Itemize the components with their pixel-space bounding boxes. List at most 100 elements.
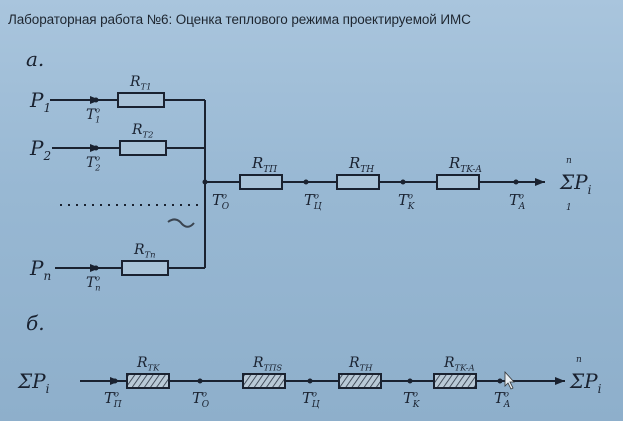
arrow-icon bbox=[535, 178, 545, 186]
series-resistor-label: RTK-A bbox=[448, 154, 482, 175]
label-sub: TПS bbox=[264, 363, 283, 373]
node-dot bbox=[513, 179, 519, 185]
label-main: T bbox=[86, 275, 97, 291]
section-label-b: б. bbox=[26, 311, 45, 335]
node-dot bbox=[112, 378, 118, 384]
label-sub: K bbox=[407, 202, 416, 212]
power-source-label: P1 bbox=[29, 88, 51, 115]
node-dot bbox=[497, 378, 503, 384]
input-power-label: ΣPi bbox=[17, 369, 50, 396]
label-sub: 1 bbox=[43, 101, 51, 115]
label-main: ΣP bbox=[559, 170, 588, 194]
label-main: T bbox=[104, 389, 115, 407]
label-sub: i bbox=[46, 382, 50, 396]
node-dot bbox=[93, 265, 99, 271]
resistor bbox=[239, 174, 283, 190]
node-dot bbox=[93, 145, 99, 151]
node-dot bbox=[93, 97, 99, 103]
resistor-label: RTn bbox=[133, 242, 156, 260]
label-main: T bbox=[86, 155, 97, 171]
label-main: ΣP bbox=[17, 369, 46, 393]
label-sub: TK bbox=[148, 363, 161, 373]
label-sub: T2 bbox=[143, 130, 154, 140]
label-sub: n bbox=[95, 283, 100, 293]
label-sup: o bbox=[314, 190, 319, 200]
window-title: Лабораторная работа №6: Оценка теплового… bbox=[8, 12, 471, 27]
label-sup: o bbox=[408, 190, 413, 200]
label-sub: O bbox=[202, 400, 210, 410]
power-source-label: Pn bbox=[29, 256, 51, 283]
label-sub: TH bbox=[360, 363, 374, 373]
label-main: P bbox=[29, 88, 44, 112]
label-sub: 2 bbox=[42, 149, 51, 163]
resistor bbox=[338, 373, 382, 389]
label-main: R bbox=[136, 355, 148, 371]
label-main: T bbox=[212, 191, 223, 209]
label-main: T bbox=[304, 191, 315, 209]
label-sub: n bbox=[43, 269, 51, 283]
output-power-label: ΣPi bbox=[559, 170, 592, 197]
label-sup: o bbox=[95, 154, 100, 163]
label-main: T bbox=[398, 191, 409, 209]
sum-lower-limit: 1 bbox=[566, 203, 572, 213]
node-dot bbox=[197, 378, 203, 384]
label-sup: o bbox=[95, 274, 100, 283]
label-main: R bbox=[348, 154, 360, 172]
label-main: R bbox=[129, 74, 141, 90]
label-sup: o bbox=[114, 388, 119, 398]
label-sub: T1 bbox=[141, 82, 152, 92]
label-main: R bbox=[252, 355, 264, 371]
label-main: P bbox=[29, 136, 44, 160]
label-sub: TK-A bbox=[460, 165, 482, 175]
resistor bbox=[119, 140, 167, 156]
resistor-label: RT2 bbox=[131, 122, 153, 140]
label-sup: o bbox=[222, 190, 227, 200]
label-sup: o bbox=[504, 388, 509, 398]
label-main: R bbox=[443, 355, 455, 371]
label-sub: Ц bbox=[312, 400, 321, 410]
arrow-icon bbox=[555, 377, 565, 385]
resistor bbox=[242, 373, 286, 389]
mouse-cursor-icon bbox=[504, 370, 515, 390]
resistor bbox=[433, 373, 477, 389]
label-sup: o bbox=[95, 106, 100, 115]
label-sub: A bbox=[518, 202, 526, 212]
series-resistor-label: RTH bbox=[348, 154, 374, 175]
resistor bbox=[336, 174, 380, 190]
label-main: R bbox=[133, 242, 145, 258]
output-power-label: ΣPi bbox=[569, 369, 602, 396]
label-sub: Ц bbox=[314, 202, 323, 212]
node-dot bbox=[303, 179, 309, 185]
sum-upper-limit: n bbox=[566, 156, 572, 166]
label-main: R bbox=[251, 154, 263, 172]
resistor bbox=[436, 174, 480, 190]
series-resistor-label: RTK bbox=[136, 355, 160, 373]
label-sub: 2 bbox=[94, 163, 100, 173]
smudge-mark bbox=[167, 218, 195, 228]
sum-upper-limit: n bbox=[576, 355, 582, 365]
node-dot bbox=[307, 378, 313, 384]
resistor bbox=[126, 373, 170, 389]
label-main: T bbox=[509, 191, 520, 209]
label-sup: o bbox=[202, 388, 207, 398]
resistor bbox=[121, 260, 169, 276]
label-sub: TK-A bbox=[455, 363, 475, 373]
label-main: ΣP bbox=[569, 369, 598, 393]
label-sub: П bbox=[113, 400, 122, 410]
label-sub: i bbox=[598, 382, 602, 396]
label-sub: i bbox=[588, 183, 592, 197]
series-resistor-label: RTПS bbox=[252, 355, 282, 373]
series-resistor-label: RTK-A bbox=[443, 355, 475, 373]
